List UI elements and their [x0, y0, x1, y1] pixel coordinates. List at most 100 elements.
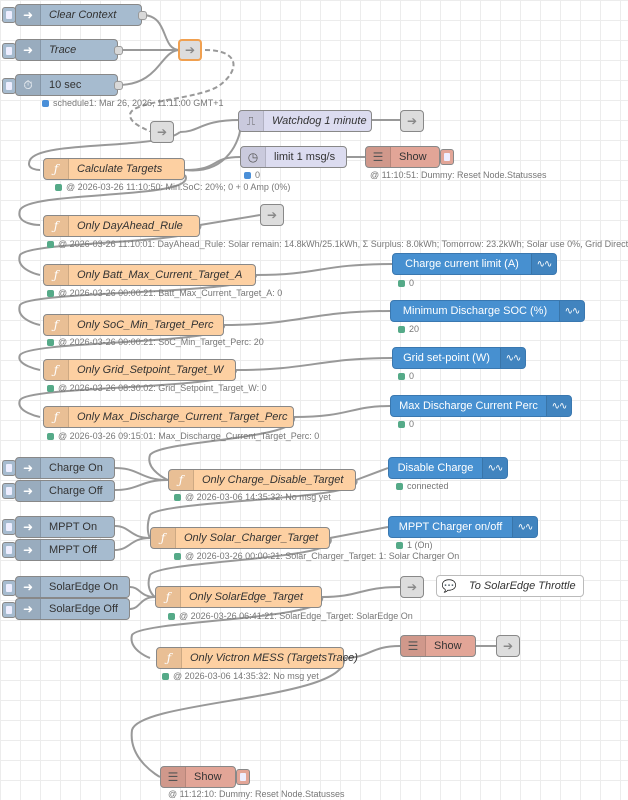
- function-icon: ƒ: [44, 159, 69, 179]
- node-label: 10 sec: [49, 79, 82, 91]
- link-out-node[interactable]: ➔: [496, 635, 520, 657]
- arrow-right-icon: ➜: [16, 540, 41, 560]
- status-dot-icon: [398, 372, 405, 380]
- rate-limit-node[interactable]: ◷ limit 1 msg/s: [240, 146, 347, 168]
- status-text: @ 2026-03-06 14:35:32: No msg yet: [185, 492, 331, 502]
- status-text: @ 2026-03-26 11:10:01: DayAhead_Rule: So…: [58, 239, 628, 249]
- output-port[interactable]: [114, 81, 123, 90]
- soc-min-target-function-node[interactable]: ƒ Only SoC_Min_Target_Perc: [43, 314, 224, 336]
- link-in-node[interactable]: ➔: [150, 121, 174, 143]
- link-out-node[interactable]: ➔: [178, 39, 202, 61]
- solar-charger-target-function-node[interactable]: ƒ Only Solar_Charger_Target: [150, 527, 330, 549]
- inject-trigger-button[interactable]: [2, 542, 16, 558]
- inject-trigger-button[interactable]: [2, 7, 16, 23]
- node-label: SolarEdge On: [49, 581, 119, 593]
- node-label: Only Grid_Setpoint_Target_W: [77, 364, 224, 376]
- debug-toggle-button[interactable]: [236, 769, 250, 785]
- mppt-off-inject-node[interactable]: ➜ MPPT Off: [15, 539, 115, 561]
- node-label: MPPT On: [49, 521, 98, 533]
- batt-max-current-function-node[interactable]: ƒ Only Batt_Max_Current_Target_A: [43, 264, 256, 286]
- grid-setpoint-target-function-node[interactable]: ƒ Only Grid_Setpoint_Target_W: [43, 359, 236, 381]
- status-dot-icon: [47, 240, 54, 248]
- link-out-node[interactable]: ➔: [400, 110, 424, 132]
- output-port[interactable]: [138, 11, 147, 20]
- inject-trigger-button[interactable]: [2, 460, 16, 476]
- function-icon: ƒ: [44, 360, 69, 380]
- inject-trigger-button[interactable]: [2, 78, 16, 94]
- to-solaredge-comment-node[interactable]: 💬 To SolarEdge Throttle: [436, 575, 584, 597]
- ten-sec-inject-node[interactable]: ⏱ 10 sec: [15, 74, 118, 96]
- node-status: @ 2026-03-26 09:15:01: Max_Discharge_Cur…: [47, 431, 319, 441]
- calculate-targets-function-node[interactable]: ƒ Calculate Targets: [43, 158, 185, 180]
- node-label: Only Solar_Charger_Target: [184, 532, 319, 544]
- link-out-node[interactable]: ➔: [400, 576, 424, 598]
- inject-trigger-button[interactable]: [2, 519, 16, 535]
- charge-disable-target-function-node[interactable]: ƒ Only Charge_Disable_Target: [168, 469, 356, 491]
- status-dot-icon: [47, 432, 54, 440]
- watchdog-node[interactable]: ⎍ Watchdog 1 minute: [238, 110, 372, 132]
- status-text: @ 2026-03-26 09:15:01: Max_Discharge_Cur…: [58, 431, 320, 441]
- node-status: @ 2026-03-26 06:41:21: SolarEdge_Target:…: [168, 611, 413, 621]
- link-arrow-icon: ➔: [502, 639, 514, 653]
- function-icon: ƒ: [157, 648, 182, 668]
- status-dot-icon: [174, 552, 181, 560]
- dayahead-rule-function-node[interactable]: ƒ Only DayAhead_Rule: [43, 215, 200, 237]
- charge-current-limit-victron-node[interactable]: Charge current limit (A) ∿∿: [392, 253, 557, 275]
- function-icon: ƒ: [44, 315, 69, 335]
- status-text: @ 2026-03-26 00:00:21: SoC_Min_Target_Pe…: [58, 337, 264, 347]
- inject-trigger-button[interactable]: [2, 602, 16, 618]
- output-port[interactable]: [114, 46, 123, 55]
- node-label: Disable Charge: [397, 462, 474, 474]
- node-label: To SolarEdge Throttle: [469, 580, 576, 592]
- status-text: @ 2026-03-26 00:00:21: Solar_Charger_Tar…: [185, 551, 460, 561]
- status-dot-icon: [398, 420, 405, 428]
- solaredge-off-inject-node[interactable]: ➜ SolarEdge Off: [15, 598, 130, 620]
- grid-set-point-victron-node[interactable]: Grid set-point (W) ∿∿: [392, 347, 526, 369]
- clear-context-inject-node[interactable]: ➜ Clear Context: [15, 4, 142, 26]
- status-dot-icon: [47, 338, 54, 346]
- solaredge-on-inject-node[interactable]: ➜ SolarEdge On: [15, 576, 130, 598]
- node-label: Show: [434, 640, 462, 652]
- status-dot-icon: [162, 672, 169, 680]
- solaredge-target-function-node[interactable]: ƒ Only SolarEdge_Target: [155, 586, 322, 608]
- debug-show-node[interactable]: ☰ Show: [400, 635, 476, 657]
- watchdog-icon: ⎍: [239, 111, 264, 131]
- inject-trigger-button[interactable]: [2, 43, 16, 59]
- victron-mess-function-node[interactable]: ƒ Only Victron MESS (TargetsTrace): [156, 647, 358, 669]
- victron-logo-icon: ∿∿: [559, 301, 584, 321]
- mppt-on-inject-node[interactable]: ➜ MPPT On: [15, 516, 115, 538]
- charge-off-inject-node[interactable]: ➜ Charge Off: [15, 480, 115, 502]
- node-label: limit 1 msg/s: [274, 151, 336, 163]
- charge-on-inject-node[interactable]: ➜ Charge On: [15, 457, 115, 479]
- max-discharge-current-perc-victron-node[interactable]: Max Discharge Current Perc ∿∿: [390, 395, 572, 417]
- status-text: schedule1: Mar 26, 2026, 11:11:00 GMT+1: [53, 98, 224, 108]
- link-arrow-icon: ➔: [266, 208, 278, 222]
- status-dot-icon: [174, 493, 181, 501]
- status-dot-icon: [47, 384, 54, 392]
- debug-show-node[interactable]: ☰ Show: [160, 766, 236, 788]
- node-label: Only Max_Discharge_Current_Target_Perc: [77, 411, 288, 423]
- trace-inject-node[interactable]: ➜ Trace: [15, 39, 118, 61]
- link-arrow-icon: ➔: [184, 43, 196, 57]
- mppt-charger-victron-node[interactable]: MPPT Charger on/off ∿∿: [388, 516, 538, 538]
- disable-charge-victron-node[interactable]: Disable Charge ∿∿: [388, 457, 508, 479]
- node-label: Charge current limit (A): [405, 258, 519, 270]
- status-text: 0: [409, 371, 415, 381]
- inject-trigger-button[interactable]: [2, 580, 16, 596]
- arrow-right-icon: ➜: [16, 517, 41, 537]
- debug-toggle-button[interactable]: [440, 149, 454, 165]
- inject-trigger-button[interactable]: [2, 483, 16, 499]
- debug-show-node[interactable]: ☰ Show: [365, 146, 440, 168]
- max-discharge-current-function-node[interactable]: ƒ Only Max_Discharge_Current_Target_Perc: [43, 406, 294, 428]
- node-status: 0: [244, 170, 260, 180]
- link-arrow-icon: ➔: [406, 580, 418, 594]
- debug-list-icon: ☰: [401, 636, 426, 656]
- minimum-discharge-soc-victron-node[interactable]: Minimum Discharge SOC (%) ∿∿: [390, 300, 585, 322]
- status-text: @ 11:10:51: Dummy: Reset Node.Statusses: [370, 170, 547, 180]
- node-status: @ 2026-03-26 11:10:01: DayAhead_Rule: So…: [47, 239, 628, 249]
- node-label: Only SolarEdge_Target: [189, 591, 303, 603]
- link-out-node[interactable]: ➔: [260, 204, 284, 226]
- node-status: @ 2026-03-26 00:00:21: Batt_Max_Current_…: [47, 288, 282, 298]
- node-label: Only Batt_Max_Current_Target_A: [77, 269, 243, 281]
